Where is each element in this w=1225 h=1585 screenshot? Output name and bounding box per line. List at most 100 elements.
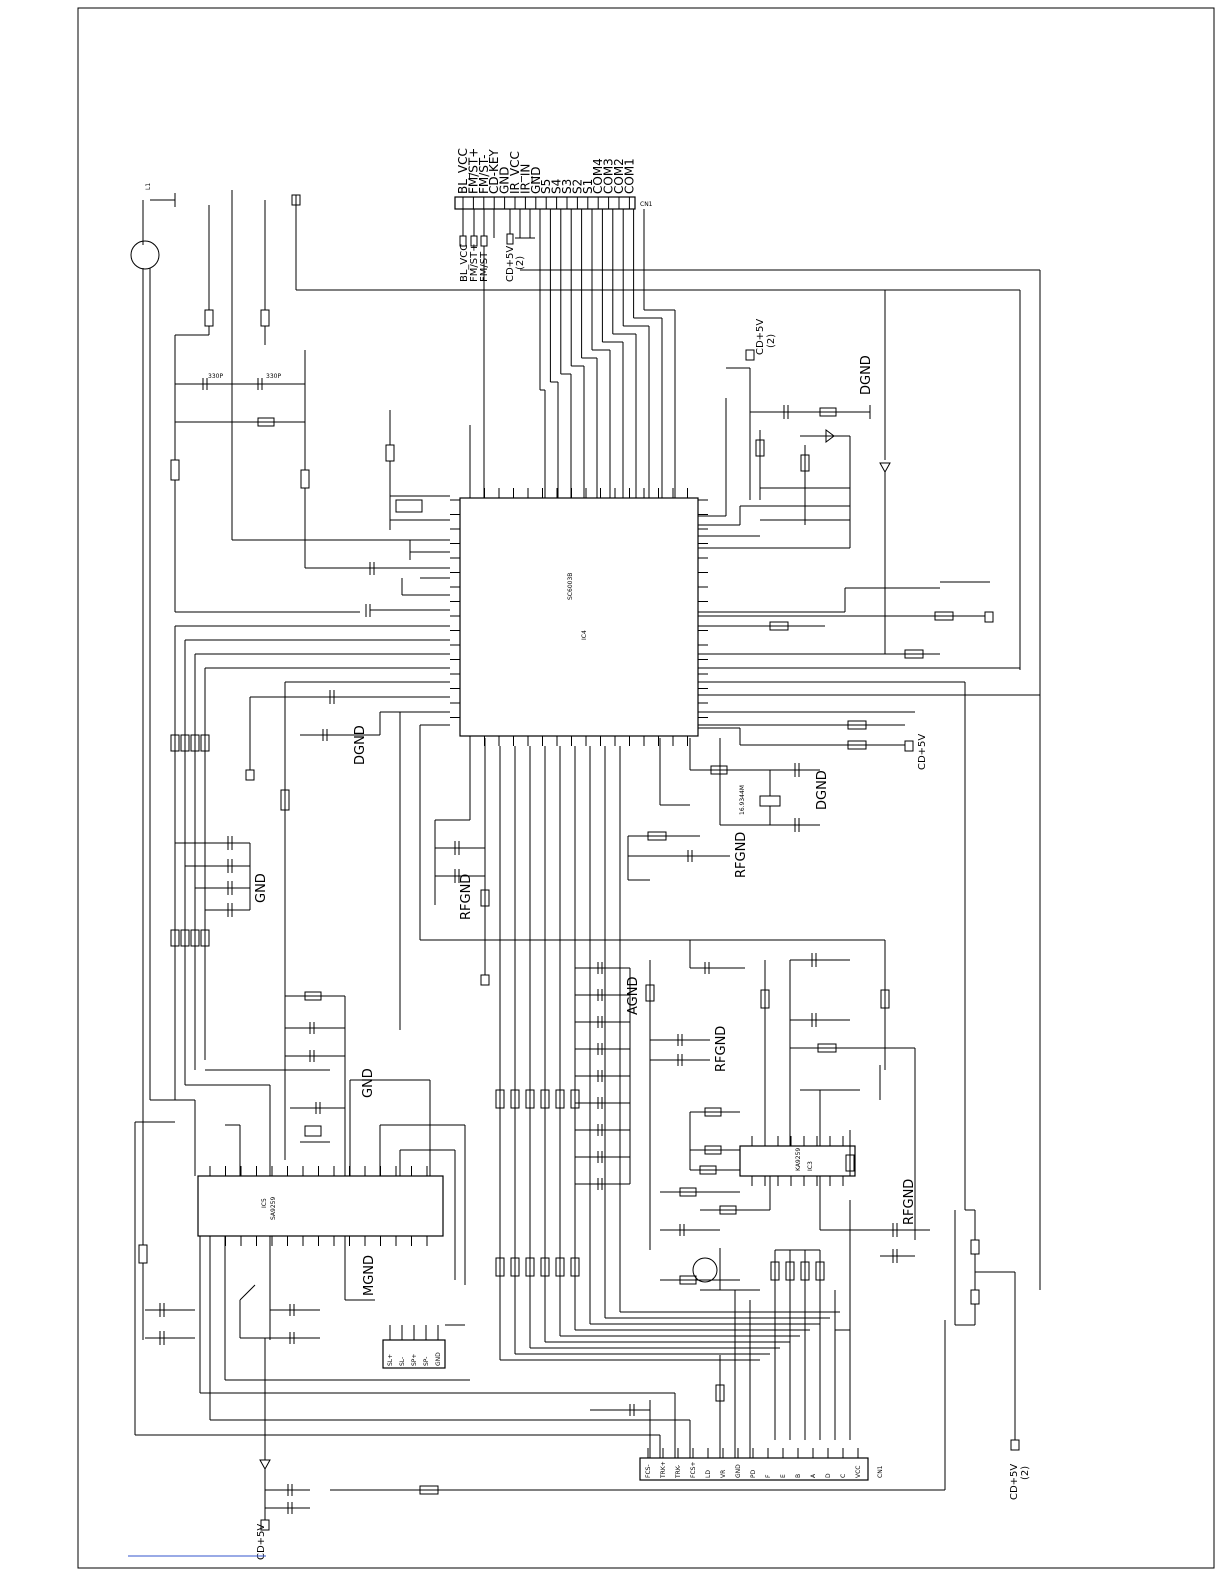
top-connector-pin-label: S1 xyxy=(581,179,595,194)
crystal-freq: 16.9344M xyxy=(739,785,746,815)
net-mgnd: MGND xyxy=(362,1255,377,1296)
top-connector-pin-label: GND xyxy=(529,166,543,194)
left-resistor-ladder: GND xyxy=(170,626,290,1160)
top-connector-pin-label: COM3 xyxy=(602,158,616,194)
bus-resistor xyxy=(495,1257,505,1277)
ic-bottom-bus xyxy=(495,746,840,1361)
pickup-bus xyxy=(135,1236,946,1495)
servo-ic-part: KA9259 xyxy=(795,1148,802,1171)
servo-ic: KA9259 IC3 xyxy=(739,1136,856,1186)
pickup-connector-pin-label: FCS+ xyxy=(690,1462,697,1478)
motor-connector-pin-label: SP- xyxy=(423,1357,430,1366)
pickup-connector-pin-label: VCC xyxy=(855,1466,862,1478)
top-connector-pin-label: CD-KEY xyxy=(487,149,501,194)
left-input-section: L1 330P 330P xyxy=(130,183,1021,1120)
pickup-connector-pin-label: LD xyxy=(705,1470,712,1478)
net-dgnd-top: DGND xyxy=(859,355,874,395)
net-cd-5v-right-bottom: CD+5V xyxy=(1009,1464,1020,1500)
net-sheet-ref-top: (2) xyxy=(515,256,526,270)
crystal-section: 16.9344M DGND RFGND xyxy=(627,738,830,881)
top-connector-pin-label: S4 xyxy=(550,179,564,194)
bus-resistor xyxy=(510,1257,520,1277)
net-cd-5v-mid: CD+5V xyxy=(917,734,928,770)
pickup-connector-pin-label: E xyxy=(780,1474,787,1478)
top-connector-ref: CN1 xyxy=(640,201,653,208)
net-dgnd-left: DGND xyxy=(353,725,368,765)
net-gnd-left: GND xyxy=(254,873,269,903)
pickup-connector-pin-label: B xyxy=(795,1474,802,1478)
rf-ic: SA9259 IC5 xyxy=(197,1166,444,1246)
servo-output-resistors xyxy=(770,1200,851,1440)
pickup-connector-pin-label: C xyxy=(840,1474,847,1478)
top-connector-pin-label: IR_VCC xyxy=(508,151,522,194)
bus-resistor xyxy=(510,1089,520,1109)
c-330p-a: 330P xyxy=(208,373,223,380)
c-330p-b: 330P xyxy=(266,373,281,380)
bus-resistor xyxy=(540,1089,550,1109)
top-connector-pin-label: COM2 xyxy=(612,158,626,194)
top-connector-pin-label: GND xyxy=(498,166,512,194)
bus-resistor xyxy=(555,1257,565,1277)
inductor-coil-icon xyxy=(130,240,160,270)
top-connector-pin-label: S3 xyxy=(560,179,574,194)
rf-filter-left: RFGND xyxy=(420,738,885,986)
page-frame xyxy=(77,7,1215,1569)
motor-connector-pin-label: SL- xyxy=(399,1357,406,1366)
top-connector-pin-label: FM/ST+ xyxy=(466,148,480,194)
net-cd-5v-right: CD+5V xyxy=(755,319,766,355)
motor-connector-pin-label: SP+ xyxy=(411,1354,418,1366)
pickup-connector-pin-label: VR xyxy=(720,1470,727,1478)
pickup-connector-pin-label: PD xyxy=(750,1469,757,1478)
agnd-cap-array xyxy=(574,962,631,1250)
bus-resistor xyxy=(555,1089,565,1109)
net-dgnd-crystal: DGND xyxy=(815,770,830,810)
net-cd-5v-bottom: CD+5V xyxy=(256,1524,267,1560)
bus-resistor xyxy=(525,1089,535,1109)
pickup-connector-pin-label: TRK+ xyxy=(660,1461,667,1479)
pickup-connector-pin-label: F xyxy=(765,1474,772,1478)
display-bus xyxy=(469,209,676,498)
motor-connector-pin-label: GND xyxy=(435,1352,442,1366)
rf-ic-ref: IC5 xyxy=(261,1198,268,1208)
top-connector-pin-label: S2 xyxy=(570,179,584,194)
pickup-connector-pin-label: FCS- xyxy=(645,1464,652,1478)
left-ic-connections: DGND xyxy=(175,410,450,1030)
net-rfgnd-crystal: RFGND xyxy=(734,832,749,878)
net-rfgnd-left: RFGND xyxy=(459,874,474,920)
top-net-flags: BL_VCC FM/ST+ FM/ST- CD+5V (2) xyxy=(459,209,535,282)
pickup-connector-pin-label: GND xyxy=(735,1464,742,1478)
top-connector-pin-label: COM1 xyxy=(622,158,636,194)
top-connector-pin-label: BL_VCC xyxy=(456,148,470,194)
net-sheet-ref-right: (2) xyxy=(766,334,777,348)
pickup-connector-pin-label: TRK- xyxy=(675,1465,682,1479)
top-connector-pin-label: S5 xyxy=(539,179,553,194)
rf-ic-network: GND MGND xyxy=(134,991,466,1560)
servo-network: RFGND RFGND xyxy=(645,940,930,1290)
top-connector-pin-label: IR_IN xyxy=(518,164,532,194)
net-rfgnd-mid: RFGND xyxy=(714,1026,729,1072)
bus-resistor xyxy=(540,1257,550,1277)
net-rfgnd-right: RFGND xyxy=(902,1179,917,1225)
bus-resistor xyxy=(525,1257,535,1277)
motor-connector: SL+ SL- SP+ SP- GND xyxy=(382,1324,465,1369)
motor-connector-pin-label: SL+ xyxy=(387,1354,394,1366)
l1-label: L1 xyxy=(145,183,152,190)
pickup-connector-ref: CN1 xyxy=(877,1465,884,1478)
net-cd-5v-top: CD+5V xyxy=(505,246,516,282)
top-connector-pin-label: FM/ST- xyxy=(477,155,491,194)
rf-ic-part: SA9259 xyxy=(270,1197,277,1220)
right-power-rail: CD+5V (2) xyxy=(954,1209,1031,1500)
top-connector-pin-label: COM4 xyxy=(591,158,605,194)
bus-resistor xyxy=(495,1089,505,1109)
net-bl-vcc: BL_VCC xyxy=(459,244,470,282)
servo-ic-ref: IC3 xyxy=(807,1161,814,1171)
bus-resistor xyxy=(570,1257,580,1277)
net-sheet-ref-right-bottom: (2) xyxy=(1020,1466,1031,1480)
top-connector: CN1 BL_VCCFM/ST+FM/ST-CD-KEYGNDIR_VCCIR_… xyxy=(454,148,653,210)
transistor-q9-icon xyxy=(692,1257,718,1283)
pickup-connector-pin-label: A xyxy=(810,1473,817,1478)
main-ic-ref: IC4 xyxy=(581,630,588,640)
main-ic: SC6003B IC4 xyxy=(450,488,708,746)
